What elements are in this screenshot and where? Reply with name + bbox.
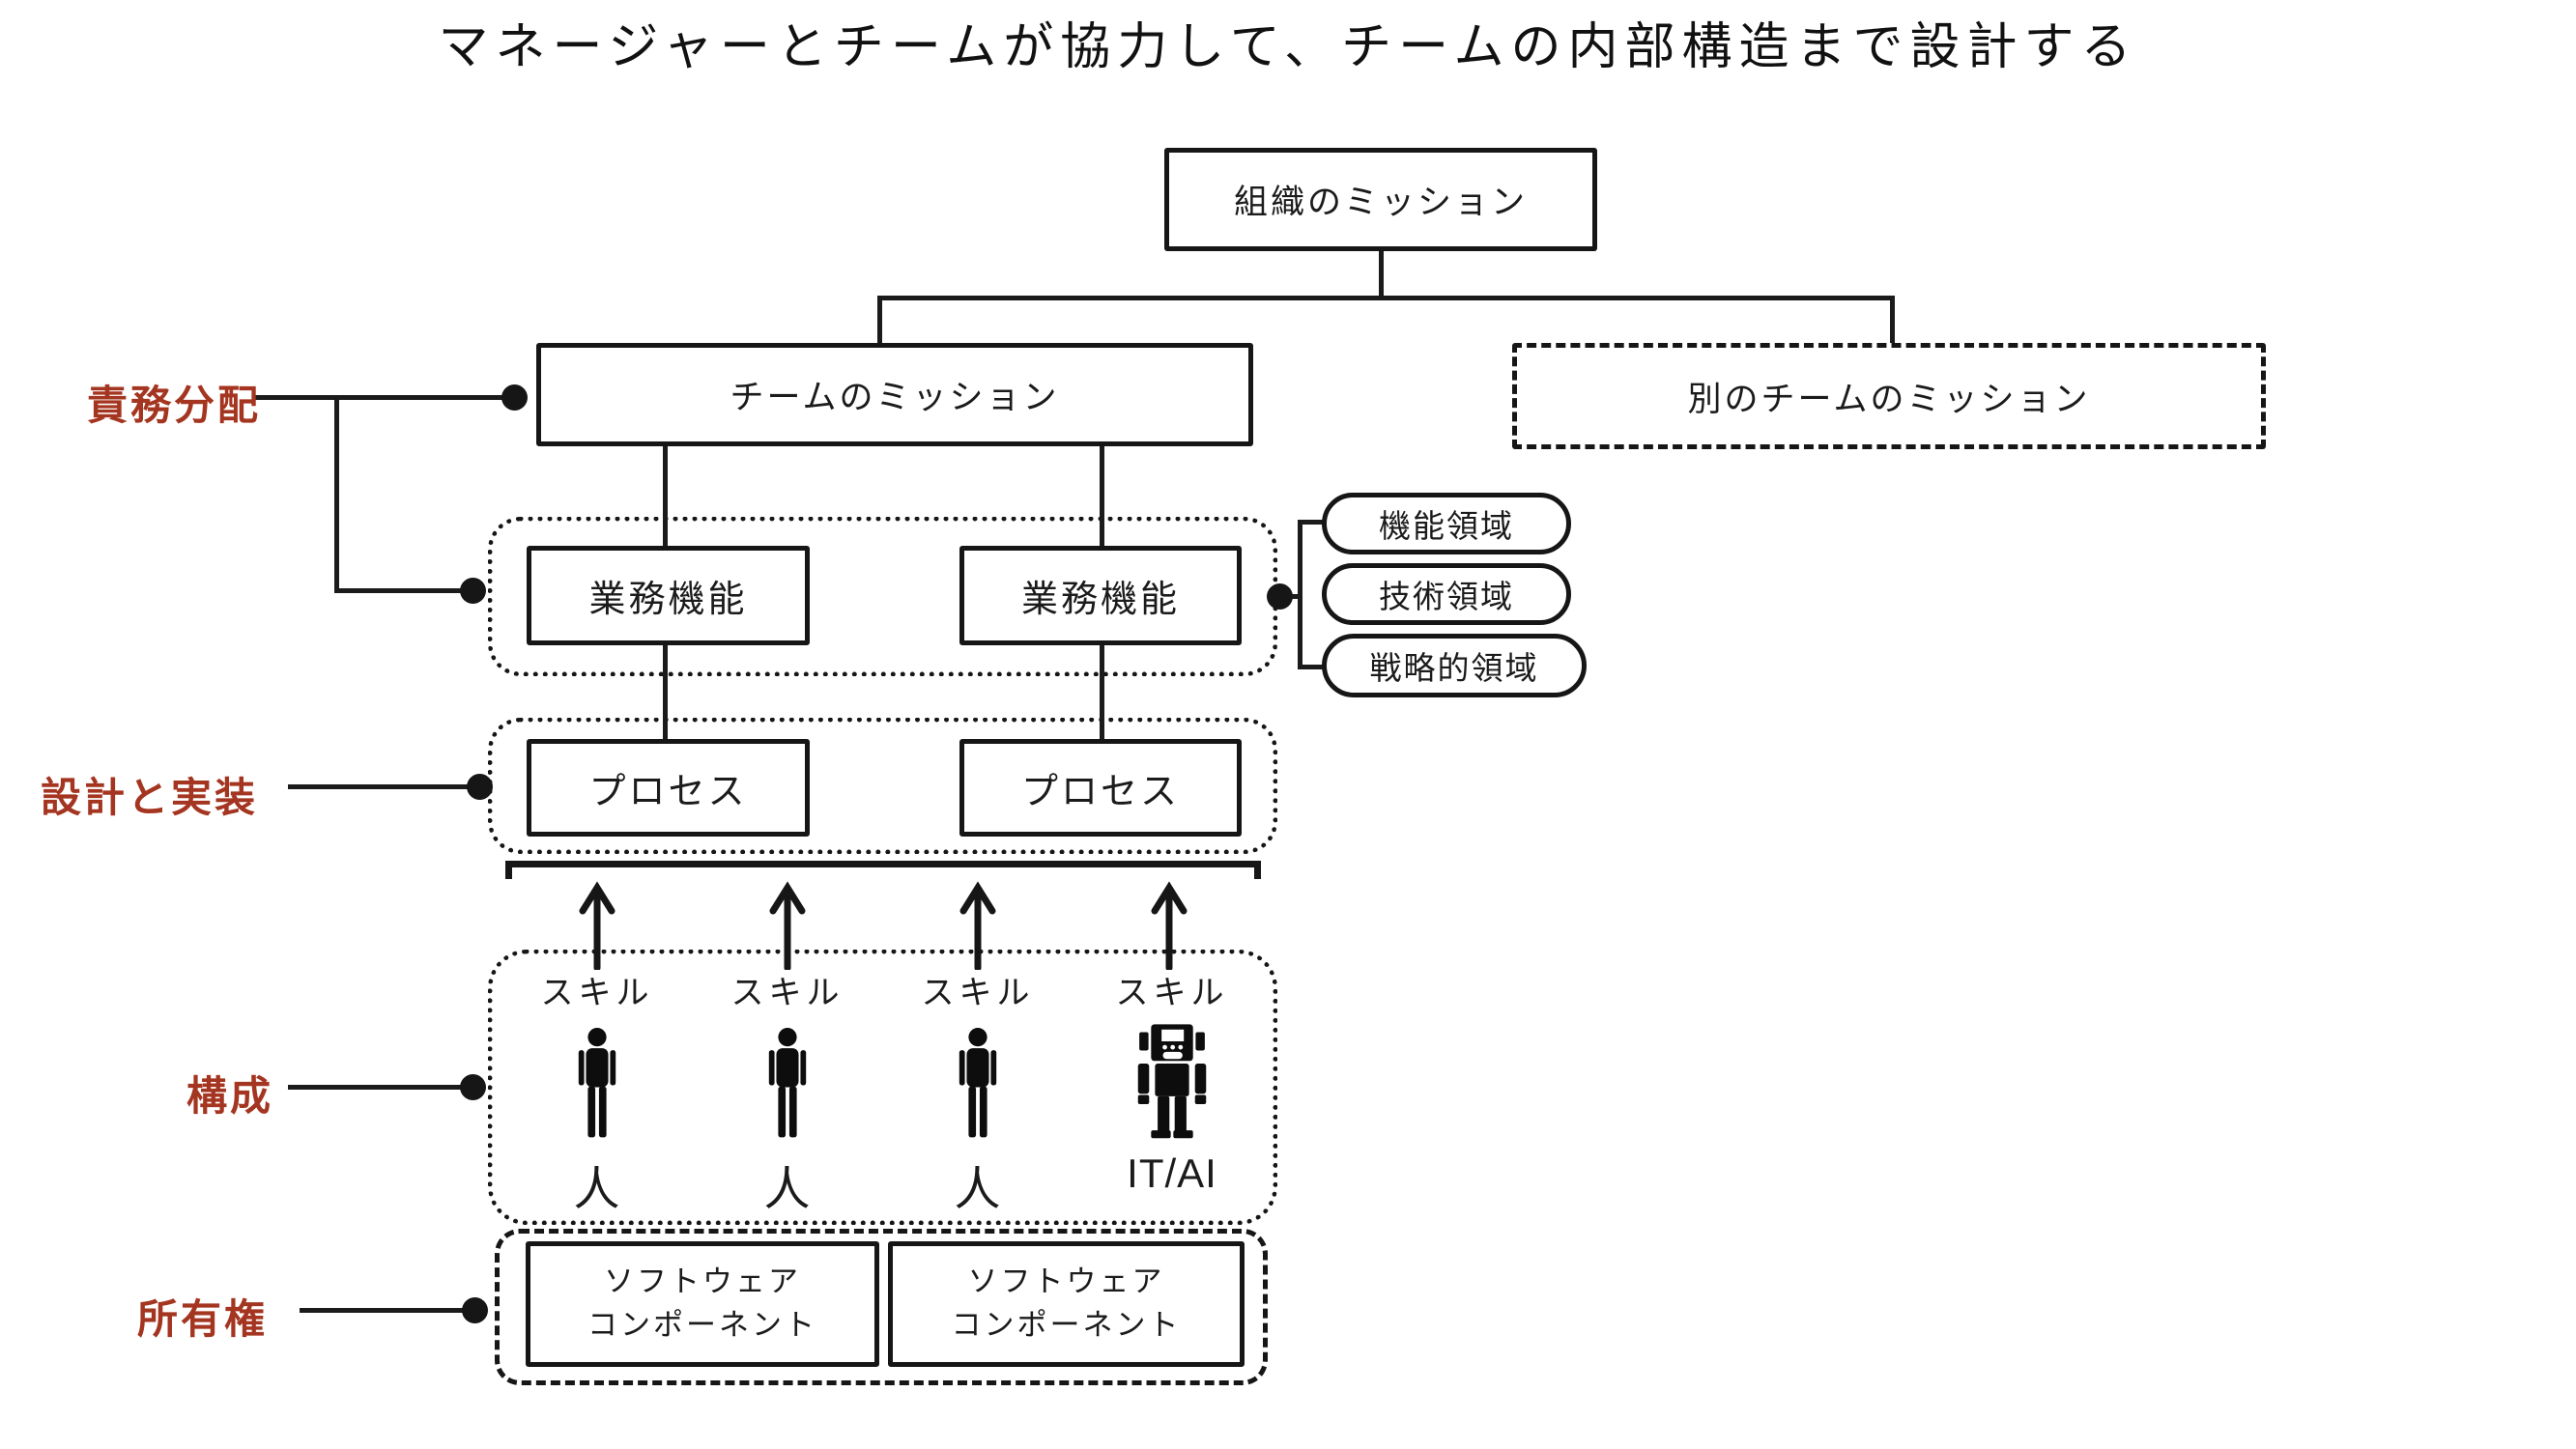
label-ownership: 所有権 [137, 1296, 269, 1342]
person-icon [566, 1023, 628, 1141]
member-label-4: IT/AI [1127, 1151, 1217, 1196]
business-function-box-2: 業務機能 [959, 546, 1242, 645]
up-arrow-3 [959, 881, 996, 970]
leader-responsibility-branch-v [334, 395, 339, 591]
business-function-box-1: 業務機能 [527, 546, 810, 645]
member-label-1: 人 [573, 1164, 621, 1215]
robot-icon [1131, 1023, 1213, 1141]
software-component-line1: ソフトウェア [604, 1264, 801, 1299]
process-box-2: プロセス [959, 739, 1242, 837]
skill-label-1: スキル [540, 975, 654, 1011]
connector-drop-team [877, 296, 882, 345]
leader-ownership [300, 1308, 466, 1313]
leader-design-impl [288, 784, 472, 789]
domain-bracket-stub-bottom [1298, 665, 1324, 669]
up-arrow-4 [1151, 881, 1188, 970]
process-support-bracket [505, 861, 1261, 879]
member-label-3: 人 [954, 1164, 1002, 1215]
bullet-ownership [462, 1297, 488, 1323]
org-mission-box: 組織のミッション [1164, 148, 1597, 251]
diagram-title: マネージャーとチームが協力して、チームの内部構造まで設計する [438, 19, 2138, 75]
member-column-1: スキル 人 [525, 966, 670, 1218]
domain-bracket-stub-top [1298, 520, 1324, 525]
label-design-impl: 設計と実装 [41, 775, 259, 820]
connector-drop-other-team [1890, 296, 1895, 345]
software-component-line1: ソフトウェア [967, 1264, 1165, 1299]
software-component-box-2: ソフトウェア コンポーネント [888, 1241, 1245, 1367]
bullet-processes [467, 774, 493, 800]
leader-responsibility [254, 395, 505, 400]
member-label-2: 人 [763, 1164, 812, 1215]
software-component-box-1: ソフトウェア コンポーネント [526, 1241, 879, 1367]
skill-label-3: スキル [921, 975, 1035, 1011]
software-component-line2: コンポーネント [951, 1308, 1182, 1342]
process-box-1: プロセス [527, 739, 810, 837]
domain-pill-strategic: 戦略的領域 [1322, 634, 1587, 697]
composition-group [488, 950, 1277, 1225]
skill-label-4: スキル [1115, 975, 1229, 1011]
connector-team-bf1 [663, 444, 668, 548]
leader-composition [288, 1085, 465, 1090]
other-team-mission-box: 別のチームのミッション [1512, 343, 2266, 449]
member-column-4: スキル IT/AI [1100, 966, 1245, 1197]
team-mission-box: チームのミッション [536, 343, 1253, 446]
person-icon [757, 1023, 818, 1141]
domain-pill-technical: 技術領域 [1322, 563, 1571, 625]
label-composition: 構成 [186, 1073, 274, 1119]
connector-org-horizontal [877, 296, 1895, 300]
member-column-2: スキル 人 [715, 966, 860, 1218]
up-arrow-2 [769, 881, 806, 970]
ownership-group [495, 1229, 1268, 1385]
member-column-3: スキル 人 [905, 966, 1050, 1218]
skill-label-2: スキル [730, 975, 844, 1011]
domain-pill-functional: 機能領域 [1322, 493, 1571, 554]
connector-bf2-process2 [1100, 643, 1104, 741]
leader-responsibility-branch-h [334, 588, 465, 593]
connector-team-bf2 [1100, 444, 1104, 548]
connector-org-down [1379, 249, 1384, 298]
label-responsibility: 責務分配 [87, 383, 262, 428]
up-arrow-1 [579, 881, 615, 970]
software-component-line2: コンポーネント [587, 1308, 817, 1342]
connector-bf1-process1 [663, 643, 668, 741]
bullet-domains [1267, 583, 1293, 610]
bullet-team-mission [501, 384, 528, 411]
bullet-business-functions [460, 578, 486, 604]
bullet-composition [460, 1074, 486, 1100]
domain-bracket-vertical [1298, 520, 1302, 669]
person-icon [947, 1023, 1009, 1141]
